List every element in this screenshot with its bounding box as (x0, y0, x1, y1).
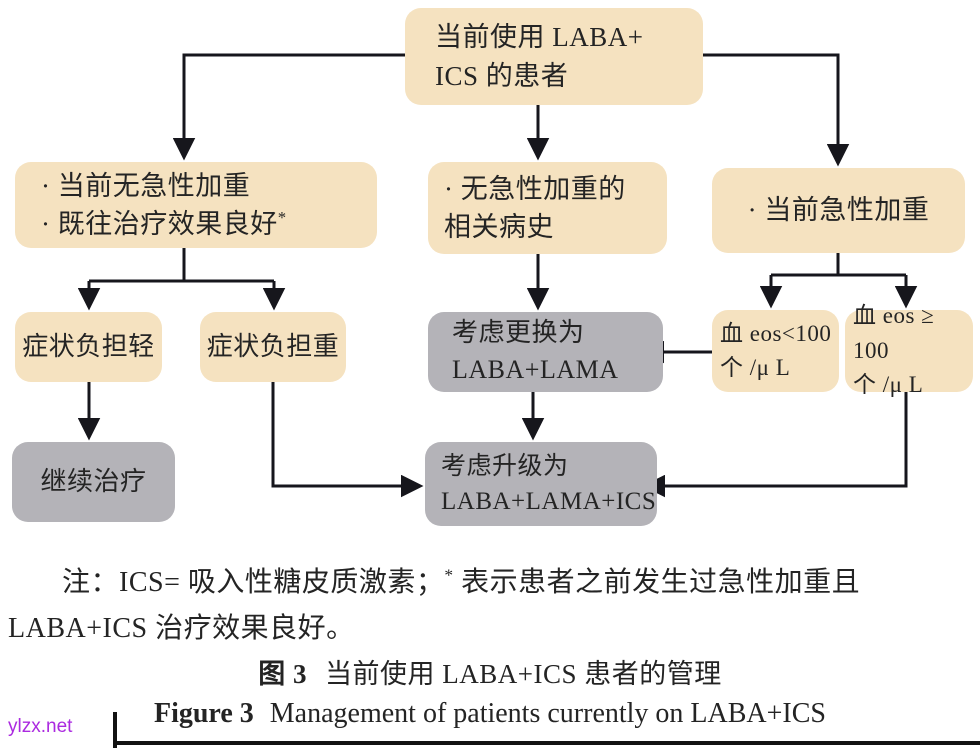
node-text-line: LABA+LAMA (452, 355, 619, 384)
node-text-line: · 既往治疗效果良好* (41, 205, 377, 243)
edge-eoshigh-to-upgrade (642, 392, 908, 498)
figure-note-line2: LABA+ICS 治疗效果良好。 (8, 613, 355, 644)
caption-zh-number: 图 3 (258, 659, 307, 689)
node-no-current-exacerbation: · 当前无急性加重 · 既往治疗效果良好* (15, 162, 377, 248)
node-text-line: · 无急性加重的 (444, 173, 626, 204)
edge-top-to-left (172, 53, 405, 161)
node-symptom-burden-heavy: 症状负担重 (200, 312, 346, 382)
node-text-line: 当前使用 LABA+ (435, 22, 644, 53)
node-text-line: 症状负担重 (206, 331, 340, 361)
figure-note-line1: 注：ICS= 吸入性糖皮质激素；* 表示患者之前发生过急性加重且 (62, 560, 860, 600)
node-continue-treatment: 继续治疗 (12, 442, 175, 522)
node-symptom-burden-light: 症状负担轻 (15, 312, 162, 382)
node-text-line: 血 eos ≥ 100 (853, 303, 935, 363)
node-text-line: 继续治疗 (40, 466, 147, 496)
node-text-line: 个 /μ L (720, 355, 791, 380)
node-current-laba-ics: 当前使用 LABA+ ICS 的患者 (405, 8, 703, 105)
note-text: 注：ICS= 吸入性糖皮质激素； (62, 567, 445, 598)
node-blood-eos-at-least-100: 血 eos ≥ 100 个 /μ L (845, 303, 973, 397)
caption-zh-title: 当前使用 LABA+ICS 患者的管理 (325, 659, 722, 689)
node-text-line: 相关病史 (444, 212, 554, 242)
node-text-line: 考虑升级为 (441, 452, 569, 480)
node-text: · 既往治疗效果良好 (41, 209, 278, 239)
edge-top-to-right (673, 53, 850, 167)
node-text-line: ICS 的患者 (435, 60, 569, 91)
caption-english: Figure 3 Management of patients currently… (0, 698, 980, 730)
node-text-line: 个 /μ L (853, 372, 924, 398)
node-blood-eos-below-100: 血 eos<100 个 /μ L (712, 310, 839, 392)
watermark-ylzx: ylzx.net (8, 716, 73, 737)
caption-en-number: Figure 3 (153, 698, 254, 729)
node-text-line: 考虑更换为 (452, 318, 585, 348)
edge-symheavy-to-upgrade (271, 382, 424, 498)
node-consider-upgrade-triple: 考虑升级为 LABA+LAMA+ICS (425, 442, 657, 526)
edge-left-split (89, 248, 274, 283)
node-consider-switch-laba-lama: 考虑更换为 LABA+LAMA (428, 312, 663, 392)
page-rule-horizontal (113, 741, 980, 745)
node-no-exacerbation-history: · 无急性加重的 相关病史 (428, 162, 667, 254)
asterisk-superscript: * (277, 208, 287, 227)
node-current-exacerbation: · 当前急性加重 (712, 168, 965, 253)
asterisk-superscript: * (444, 565, 454, 585)
note-text: 表示患者之前发生过急性加重且 (453, 567, 861, 598)
node-text-line: LABA+LAMA+ICS (441, 488, 657, 515)
caption-en-title: Management of patients currently on LABA… (269, 698, 827, 729)
node-text-line: 血 eos<100 (720, 320, 832, 346)
flowchart-arrows (77, 53, 918, 498)
node-text-line: · 当前无急性加重 (41, 170, 251, 201)
edge-right-split (771, 253, 906, 277)
node-text-line: 症状负担轻 (22, 331, 155, 361)
node-text-line: · 当前急性加重 (747, 195, 930, 226)
caption-chinese: 图 3 当前使用 LABA+ICS 患者的管理 (0, 652, 980, 691)
page-rule-vertical (113, 712, 117, 748)
